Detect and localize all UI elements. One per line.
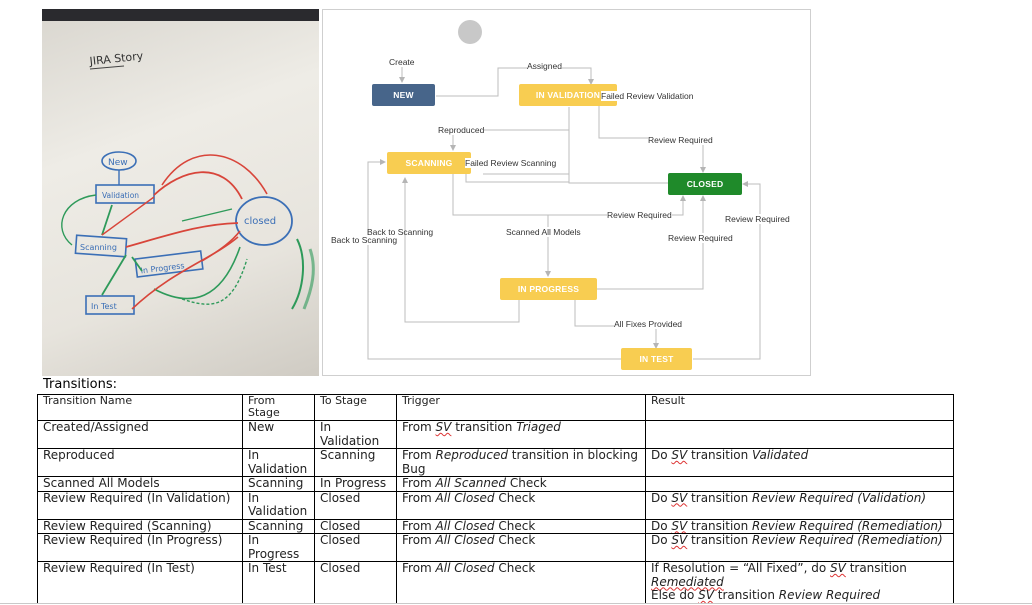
node-new[interactable]: NEW [372, 84, 435, 106]
cell-from: Scanning [242, 476, 315, 492]
photo-label-scanning: Scanning [80, 243, 117, 252]
cell-name: Created/Assigned [37, 420, 243, 449]
transitions-table: Transition Name From Stage To Stage Trig… [37, 394, 954, 604]
cell-name: Reproduced [37, 448, 243, 477]
cell-from: In Validation [242, 490, 315, 520]
edge-label-reproduced: Reproduced [438, 125, 485, 135]
cell-result: Do SV transition Review Required (Valida… [645, 490, 954, 520]
node-in-progress[interactable]: IN PROGRESS [500, 278, 597, 300]
cell-trigger: From All Scanned Check [396, 476, 646, 492]
photo-label-intest: In Test [91, 302, 117, 311]
edge-label-assigned: Assigned [527, 61, 562, 71]
edge-label-review-required-1: Review Required [648, 135, 713, 145]
edge-label-all-fixes-provided: All Fixes Provided [614, 319, 683, 329]
cell-name: Scanned All Models [37, 476, 243, 492]
photo-label-closed: closed [244, 216, 276, 227]
header-trigger: Trigger [396, 394, 646, 421]
cell-result: Do SV transition Review Required (Remedi… [645, 533, 954, 562]
edge-label-review-required-3: Review Required [725, 214, 790, 224]
edge-label-scanned-all-models: Scanned All Models [506, 227, 581, 237]
cell-from: In Progress [242, 533, 315, 562]
node-in-validation-label: IN VALIDATION [535, 90, 601, 100]
cell-trigger: From All Closed Check [396, 518, 646, 534]
cell-result [645, 420, 954, 449]
edge-label-back-to-scanning-2: Back to Scanning [331, 235, 398, 245]
node-scanning[interactable]: SCANNING [387, 152, 471, 174]
cell-name: Review Required (In Progress) [37, 533, 243, 562]
cell-result: Do SV transition Validated [645, 448, 954, 477]
node-in-test-label: IN TEST [639, 354, 674, 364]
cell-trigger: From All Closed Check [396, 561, 646, 604]
node-in-progress-label: IN PROGRESS [517, 284, 580, 294]
cell-to: Closed [314, 518, 397, 534]
cell-from: Scanning [242, 518, 315, 534]
cell-result: Do SV transition Review Required (Remedi… [645, 518, 954, 534]
table-row: Scanned All Models Scanning In Progress … [37, 476, 954, 492]
cell-name: Review Required (In Test) [37, 561, 243, 604]
edge-label-back-to-scanning-1: Back to Scanning [367, 227, 434, 237]
cell-from: In Test [242, 561, 315, 604]
start-node [458, 20, 482, 44]
header-from-stage: From Stage [242, 394, 315, 421]
cell-trigger: From SV transition Triaged [396, 420, 646, 449]
cell-result: If Resolution = “All Fixed”, do SV trans… [645, 561, 954, 604]
page-bottom-rule [0, 603, 1032, 604]
table-row: Review Required (In Validation) In Valid… [37, 490, 954, 520]
node-in-test[interactable]: IN TEST [621, 348, 692, 370]
cell-to: In Progress [314, 476, 397, 492]
cell-trigger: From All Closed Check [396, 490, 646, 520]
edge-label-failed-review-scanning: Failed Review Scanning [465, 158, 557, 168]
cell-name: Review Required (In Validation) [37, 490, 243, 520]
node-closed-label: CLOSED [686, 179, 724, 189]
cell-name: Review Required (Scanning) [37, 518, 243, 534]
cell-to: Scanning [314, 448, 397, 477]
workflow-diagram: NEW IN VALIDATION SCANNING CLOSED IN PRO… [322, 9, 811, 376]
header-result: Result [645, 394, 954, 421]
node-closed[interactable]: CLOSED [668, 173, 742, 195]
cell-trigger: From Reproduced transition in blocking B… [396, 448, 646, 477]
node-new-label: NEW [393, 90, 414, 100]
header-transition-name: Transition Name [37, 394, 243, 421]
workflow-edges [367, 20, 761, 360]
edge-label-failed-review-validation: Failed Review Validation [601, 91, 694, 101]
edge-label-review-required-4: Review Required [668, 233, 733, 243]
edge-label-review-required-2: Review Required [607, 210, 672, 220]
cell-from: New [242, 420, 315, 449]
table-row: Review Required (In Progress) In Progres… [37, 533, 954, 562]
cell-to: In Validation [314, 420, 397, 449]
cell-result [645, 476, 954, 492]
table-row: Reproduced In Validation Scanning From R… [37, 448, 954, 477]
table-row: Review Required (In Test) In Test Closed… [37, 561, 954, 604]
photo-top-shadow [42, 9, 319, 21]
node-scanning-label: SCANNING [405, 158, 453, 168]
edge-label-create: Create [389, 57, 415, 67]
table-row: Review Required (Scanning) Scanning Clos… [37, 518, 954, 534]
photo-label-new: New [108, 158, 128, 168]
table-row: Created/Assigned New In Validation From … [37, 420, 954, 449]
whiteboard-photo: JIRA Story New Validation Scanning In Pr… [42, 9, 319, 376]
photo-label-validation: Validation [102, 191, 139, 200]
cell-to: Closed [314, 533, 397, 562]
cell-to: Closed [314, 490, 397, 520]
photo-title: JIRA Story [88, 49, 144, 68]
node-in-validation[interactable]: IN VALIDATION [519, 84, 617, 106]
cell-trigger: From All Closed Check [396, 533, 646, 562]
transitions-heading: Transitions: [43, 377, 118, 392]
cell-from: In Validation [242, 448, 315, 477]
cell-to: Closed [314, 561, 397, 604]
header-to-stage: To Stage [314, 394, 397, 421]
whiteboard-sketch: JIRA Story New Validation Scanning In Pr… [61, 49, 315, 315]
table-header-row: Transition Name From Stage To Stage Trig… [37, 394, 954, 421]
